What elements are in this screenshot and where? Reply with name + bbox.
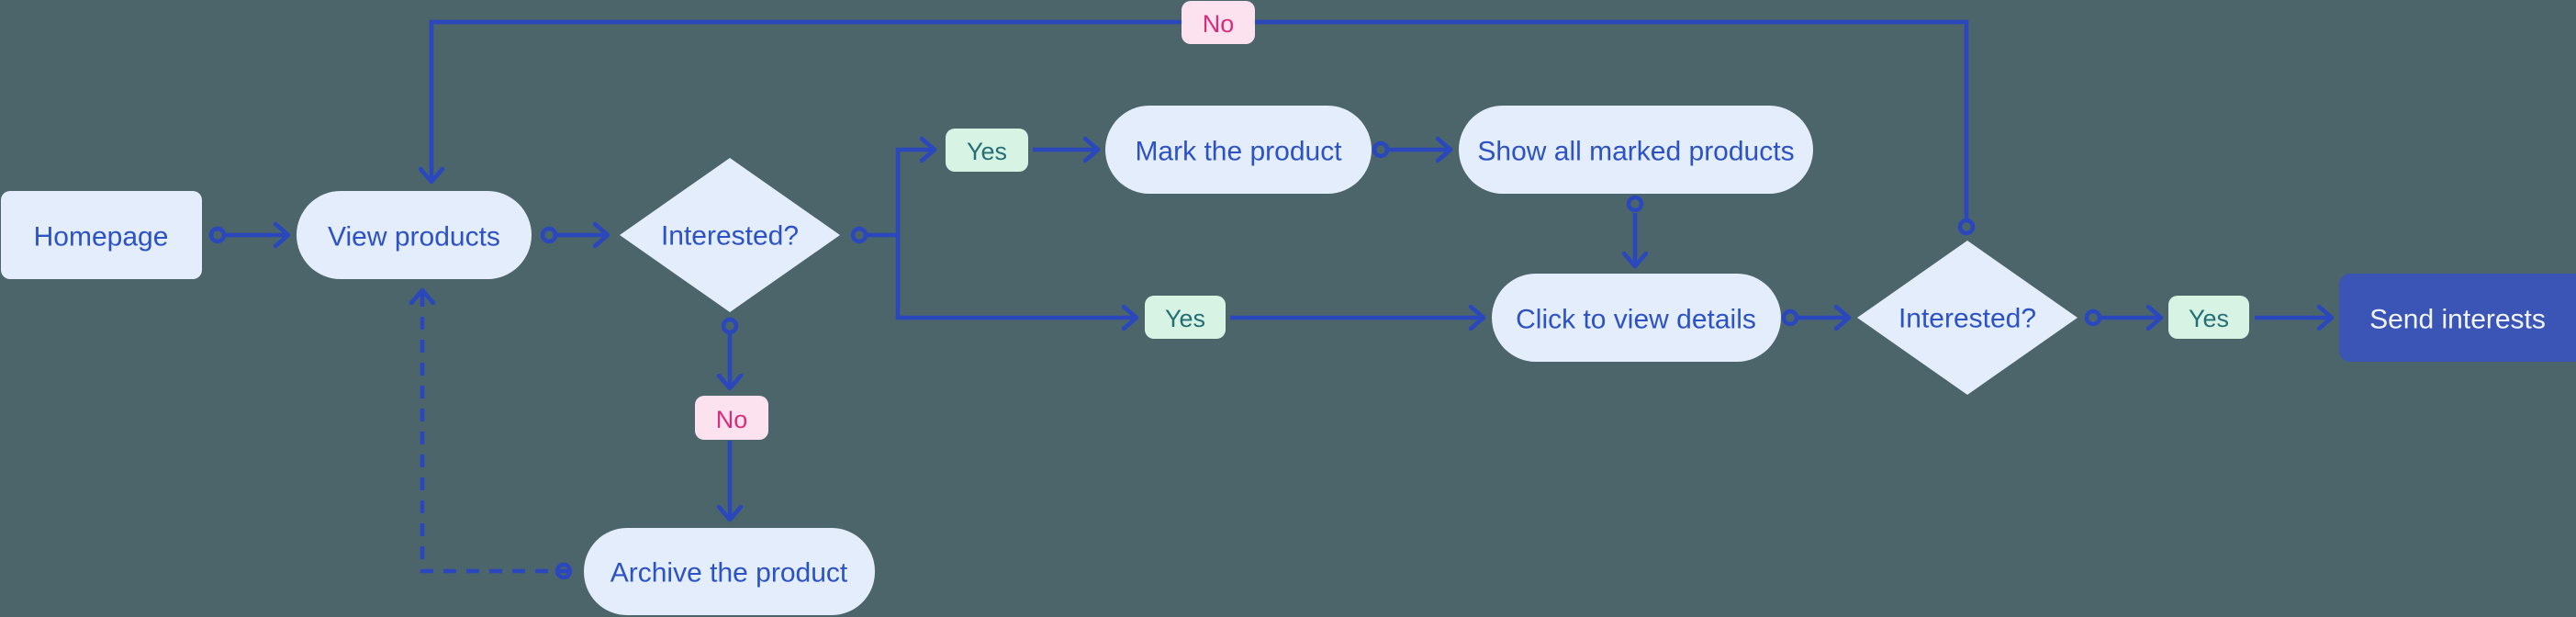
node-view-products xyxy=(297,191,532,279)
node-send-interests-label: Send interests xyxy=(2369,305,2546,335)
badge-no-archive xyxy=(695,396,768,440)
ring-interested-2-right-out xyxy=(2084,308,2102,327)
edge-labels: Yes Yes Yes No No xyxy=(695,1,2249,440)
node-homepage-label: Homepage xyxy=(34,222,169,252)
node-show-marked xyxy=(1459,106,1813,194)
ring-interested-1-bottom-out xyxy=(721,317,739,335)
ring-click-details-out xyxy=(1781,308,1799,327)
edge-archive-to-view-products-dashed xyxy=(422,290,571,574)
badge-yes-mark-label: Yes xyxy=(967,138,1007,165)
node-send-interests xyxy=(2339,274,2576,362)
node-interested-2 xyxy=(1857,241,2078,395)
edge-source-rings xyxy=(208,140,2102,580)
edge-interested-1-yes-branch-down xyxy=(895,235,1137,318)
node-view-products-label: View products xyxy=(328,222,500,252)
badge-no-loop-label: No xyxy=(1203,10,1235,38)
badge-no-loop xyxy=(1182,1,1255,44)
ring-archive-product-out xyxy=(554,562,573,580)
ring-interested-1-right-out xyxy=(850,226,868,244)
edge-interested-1-yes-branch-up xyxy=(867,150,935,238)
badge-yes-details xyxy=(1145,296,1226,339)
node-archive-product xyxy=(584,528,875,615)
node-homepage xyxy=(1,191,202,279)
badge-no-archive-label: No xyxy=(716,406,748,433)
node-archive-product-label: Archive the product xyxy=(610,558,848,589)
badge-yes-send-label: Yes xyxy=(2189,305,2229,332)
ring-show-marked-out xyxy=(1626,195,1644,213)
ring-mark-product-out xyxy=(1372,140,1390,159)
node-mark-product-label: Mark the product xyxy=(1135,137,1342,167)
ring-homepage-out xyxy=(208,226,227,244)
node-interested-1-label: Interested? xyxy=(661,221,799,252)
badge-yes-mark xyxy=(946,129,1028,172)
badge-yes-send xyxy=(2168,296,2249,339)
nodes: Homepage View products Interested? Mark … xyxy=(1,106,2576,615)
node-click-details xyxy=(1492,274,1781,362)
ring-view-products-out xyxy=(540,226,558,244)
node-interested-1 xyxy=(620,158,840,312)
node-interested-2-label: Interested? xyxy=(1898,304,2036,334)
ring-interested-2-top-out xyxy=(1957,218,1976,236)
node-click-details-label: Click to view details xyxy=(1516,305,1756,335)
node-mark-product xyxy=(1105,106,1372,194)
node-show-marked-label: Show all marked products xyxy=(1477,137,1794,167)
badge-yes-details-label: Yes xyxy=(1165,305,1205,332)
